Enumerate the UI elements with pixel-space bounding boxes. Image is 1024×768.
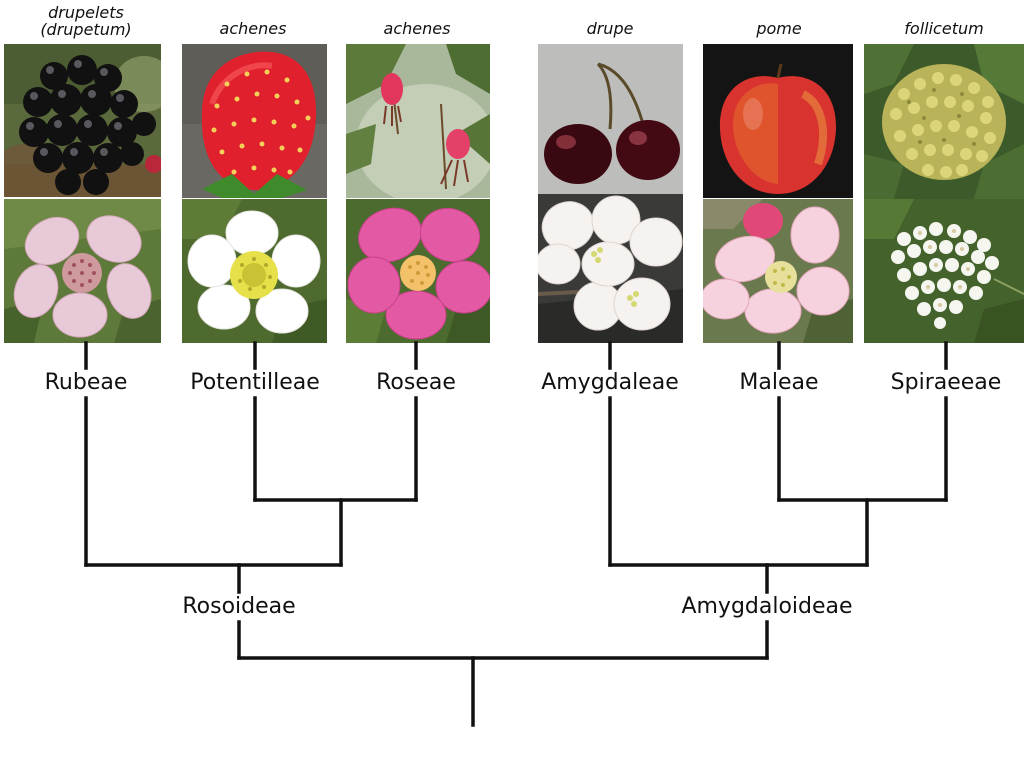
wild-rose-flower-photo (346, 199, 490, 343)
fruit-type-rubeae: drupelets (drupetum) (40, 3, 132, 39)
fruit-type-maleae: pome (756, 19, 802, 38)
tribe-label-spiraeeae: Spiraeeae (890, 370, 1002, 395)
bramble-flower-photo (4, 199, 161, 343)
subfamily-label-rosoideae: Rosoideae (182, 594, 296, 619)
tribe-label-maleae: Maleae (739, 370, 819, 395)
strawberry-photo (182, 44, 327, 198)
rose-hip-photo (346, 44, 490, 198)
tribe-label-rubeae: Rubeae (44, 370, 128, 395)
tribe-label-roseae: Roseae (376, 370, 456, 395)
fruit-type-spiraeeae: follicetum (904, 19, 984, 38)
fruit-type-potentilleae: achenes (219, 19, 287, 38)
apple-blossom-photo (703, 199, 853, 343)
fruit-type-roseae: achenes (383, 19, 451, 38)
apple-photo (703, 44, 853, 198)
cherry-blossom-photo (538, 194, 683, 343)
cherry-photo (538, 44, 683, 194)
tribe-label-amygdaleae: Amygdaleae (541, 370, 679, 395)
strawberry-flower-photo (182, 199, 327, 343)
spiraea-follicle-photo (864, 44, 1024, 199)
blackberry-photo (4, 44, 161, 197)
fruit-type-amygdaleae: drupe (586, 19, 634, 38)
spiraea-flower-photo (864, 199, 1024, 343)
tribe-label-potentilleae: Potentilleae (190, 370, 320, 395)
subfamily-label-amygdaloideae: Amygdaloideae (681, 594, 853, 619)
